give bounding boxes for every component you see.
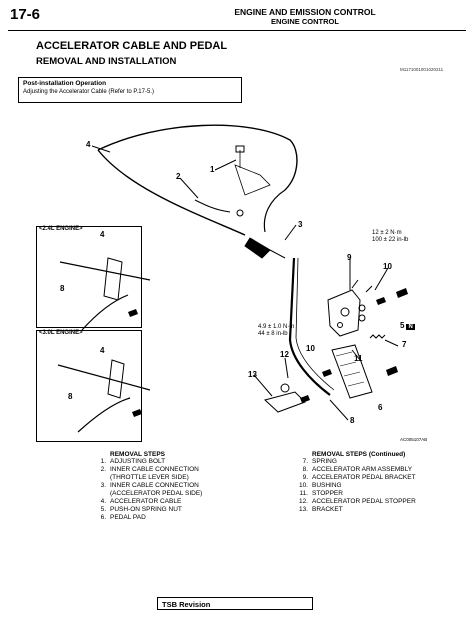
post-installation-title: Post-installation Operation xyxy=(23,80,107,87)
callout-4-inset-30: 4 xyxy=(100,346,105,355)
callout-8-inset-24: 8 xyxy=(60,284,65,293)
list-item: 3.INNER CABLE CONNECTION xyxy=(100,482,199,489)
list-item: 5.PUSH-ON SPRING NUT xyxy=(100,506,182,513)
page-subtitle: REMOVAL AND INSTALLATION xyxy=(36,56,177,67)
list-item: 4.ACCELERATOR CABLE xyxy=(100,498,182,505)
removal-steps-heading: REMOVAL STEPS xyxy=(110,451,166,458)
inset-3-0l-label: <3.0L ENGINE> xyxy=(39,330,83,336)
tsb-revision-box: TSB Revision xyxy=(157,597,313,610)
list-item: 8.ACCELERATOR ARM ASSEMBLY xyxy=(302,466,413,473)
callout-1: 1 xyxy=(210,165,215,174)
section-title: ENGINE AND EMISSION CONTROL xyxy=(234,7,376,17)
torque-upper: 12 ± 2 N·m 100 ± 22 in-lb xyxy=(372,230,408,244)
list-item: 6.PEDAL PAD xyxy=(100,514,146,521)
list-item: 1.ADJUSTING BOLT xyxy=(100,458,166,465)
page-title: ACCELERATOR CABLE AND PEDAL xyxy=(36,40,228,52)
callout-12: 12 xyxy=(280,350,289,359)
inset-2-4l: <2.4L ENGINE> xyxy=(36,226,142,328)
callout-10-upper: 10 xyxy=(383,262,392,271)
inset-3-0l: <3.0L ENGINE> xyxy=(36,330,142,442)
torque-lower-imperial: 44 ± 8 in-lb xyxy=(258,331,288,337)
figure-id: AC005107AB xyxy=(400,437,428,442)
subsection-title: ENGINE CONTROL xyxy=(271,17,339,26)
callout-7: 7 xyxy=(402,340,407,349)
document-id: M1171001001020211 xyxy=(400,67,444,72)
callout-6: 6 xyxy=(378,403,383,412)
list-item: 7.SPRING xyxy=(302,458,337,465)
callout-8-inset-30: 8 xyxy=(68,392,73,401)
exploded-diagram xyxy=(57,124,408,433)
list-item: 12.ACCELERATOR PEDAL STOPPER xyxy=(298,498,416,505)
inset-2-4l-label: <2.4L ENGINE> xyxy=(39,226,83,232)
page-number: 17-6 xyxy=(10,6,41,23)
removal-steps-continued: REMOVAL STEPS (Continued) 7.SPRING 8.ACC… xyxy=(294,451,464,514)
torque-lower-metric: 4.9 ± 1.0 N·m xyxy=(258,324,295,330)
list-item: (ACCELERATOR PEDAL SIDE) xyxy=(110,490,203,497)
callout-4: 4 xyxy=(86,140,91,149)
callout-10-lower: 10 xyxy=(306,344,315,353)
list-item: 10.BUSHING xyxy=(298,482,342,489)
torque-upper-metric: 12 ± 2 N·m xyxy=(372,230,402,236)
callout-11: 11 xyxy=(354,354,363,363)
callout-4-inset-24: 4 xyxy=(100,230,105,239)
list-item: 9.ACCELERATOR PEDAL BRACKET xyxy=(302,474,416,481)
callout-2: 2 xyxy=(176,172,181,181)
callout-13: 13 xyxy=(248,370,257,379)
torque-upper-imperial: 100 ± 22 in-lb xyxy=(372,237,409,243)
post-installation-text: Adjusting the Accelerator Cable (Refer t… xyxy=(23,89,154,95)
torque-lower: 4.9 ± 1.0 N·m 44 ± 8 in-lb xyxy=(258,324,294,338)
callout-5-number: 5 xyxy=(400,321,405,330)
list-item: 11.STOPPER xyxy=(299,490,343,497)
list-item: (THROTTLE LEVER SIDE) xyxy=(110,474,189,481)
header-rule xyxy=(8,30,466,31)
callout-3: 3 xyxy=(298,220,303,229)
post-installation-box: Post-installation Operation Adjusting th… xyxy=(18,77,242,103)
n-badge: N xyxy=(406,324,415,330)
list-item: 2.INNER CABLE CONNECTION xyxy=(100,466,199,473)
removal-steps-continued-heading: REMOVAL STEPS (Continued) xyxy=(312,451,406,458)
callout-8-main: 8 xyxy=(350,416,355,425)
list-item: 13.BRACKET xyxy=(298,506,343,513)
removal-steps: REMOVAL STEPS 1.ADJUSTING BOLT 2.INNER C… xyxy=(92,451,272,522)
callout-9: 9 xyxy=(347,253,352,262)
